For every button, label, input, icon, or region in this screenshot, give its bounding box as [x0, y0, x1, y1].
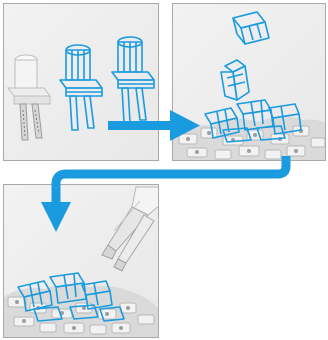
white-connector-icon	[7, 54, 51, 141]
step-1-illustration	[7, 36, 155, 141]
panel-step-3	[3, 184, 159, 338]
falling-part-icon	[232, 11, 270, 45]
landed-parts-icon	[204, 99, 302, 143]
tweezers-icon	[101, 186, 158, 272]
falling-part-icon	[220, 59, 250, 101]
landed-parts-icon	[17, 272, 125, 322]
parts-pile-icon	[4, 284, 158, 337]
panel-step-2	[172, 3, 326, 161]
blue-connector-icon	[111, 36, 155, 123]
step-3-illustration	[4, 186, 158, 337]
blue-connector-icon	[59, 44, 103, 131]
step-2-illustration	[173, 11, 325, 160]
parts-pile-icon	[173, 116, 325, 160]
panel-step-1	[3, 3, 159, 161]
